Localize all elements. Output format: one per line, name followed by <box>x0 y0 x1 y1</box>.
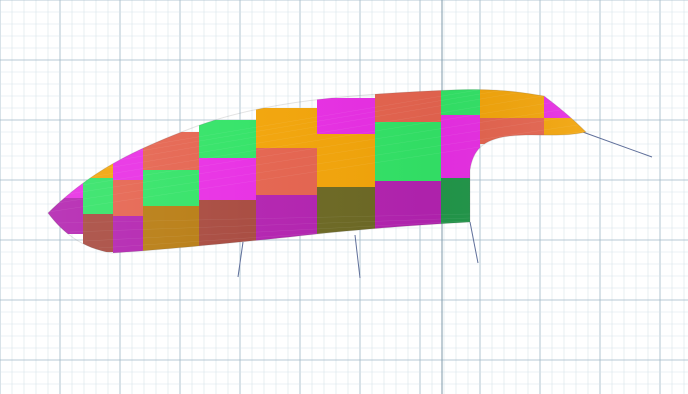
surface-wire-texture <box>48 89 586 249</box>
support-lines <box>237 130 653 279</box>
surface-model[interactable] <box>47 84 594 264</box>
support-line-left <box>237 241 244 278</box>
support-line-right <box>469 221 479 264</box>
patch <box>48 138 83 170</box>
hull-outline <box>47 88 587 254</box>
support-line-tail <box>579 130 653 158</box>
surface-shading <box>48 89 586 254</box>
support-line-middle <box>354 234 361 279</box>
